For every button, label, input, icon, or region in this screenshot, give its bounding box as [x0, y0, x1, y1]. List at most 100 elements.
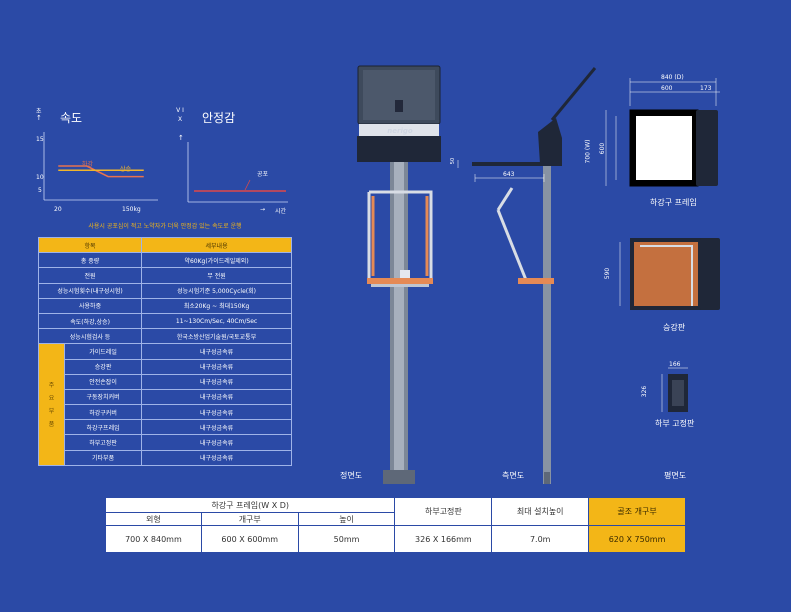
up-arrow-icon: ↑ [178, 134, 184, 142]
plan-plate-drawing [619, 238, 720, 310]
chart-caption: 사용시 공포심이 적고 노약자가 더욱 안정감 있는 속도로 운행 [88, 223, 242, 230]
speed-y-axis-mark: 초 [36, 108, 42, 115]
base-dim-width: 166 [669, 361, 681, 368]
dims-subheader-outer: 외형 [105, 512, 202, 526]
spec-cell: 무 전원 [141, 267, 292, 284]
plan-base-drawing [661, 367, 688, 412]
spec-cell: 최소20Kg ~ 최대150Kg [141, 297, 292, 314]
frame-dim-total-width: 840 (D) [661, 74, 684, 81]
speed-chart-title: 속도 [60, 111, 83, 125]
frame-dim-total-height: 700 (W) [584, 139, 592, 164]
side-view-drawing [457, 67, 597, 484]
spec-cell: 내구성금속류 [141, 343, 292, 360]
dims-value-max-height: 7.0m [491, 525, 590, 553]
spec-cell: 승강판 [63, 358, 143, 375]
speed-tick-y-10: 10 [36, 174, 44, 181]
speed-chart-plot [43, 132, 158, 201]
dims-value-base: 326 X 166mm [394, 525, 493, 553]
spec-cell: 전원 [37, 267, 143, 284]
dims-header-frame: 하강구 프레임(W X D) [104, 497, 396, 513]
dims-subheader-opening: 개구부 [200, 512, 299, 526]
spec-cell: 하부고정판 [63, 434, 143, 451]
speed-legend-down: 하강 [82, 161, 94, 168]
spec-cell: 하강구커버 [63, 404, 143, 421]
base-label: 하부 고정판 [655, 419, 695, 428]
table-row: 700 X 840mm 600 X 600mm 50mm 326 X 166mm… [105, 525, 686, 553]
spec-cell: 11~130Cm/Sec, 40Cm/Sec [141, 312, 292, 330]
table-row: 외형 개구부 높이 [105, 512, 686, 526]
speed-tick-y-15: 15 [36, 136, 44, 143]
dims-header-base: 하부고정판 [394, 497, 493, 526]
group-char: 요 [48, 394, 55, 402]
front-view-drawing [357, 65, 441, 484]
device-brand-logo: nerigo [387, 127, 413, 135]
spec-cell: 사용하중 [37, 297, 143, 314]
spec-group-label: 주 요 부 품 [38, 343, 65, 466]
spec-header-item: 항목 [37, 236, 143, 254]
spec-cell: 내구성금속류 [141, 449, 292, 466]
spec-cell: 기타부품 [63, 449, 143, 466]
dims-subheader-height: 높이 [297, 512, 396, 526]
plate-label: 승강판 [663, 323, 686, 332]
frame-label: 하강구 프레임 [650, 198, 697, 207]
table-row: 하강구 프레임(W X D) 하부고정판 최대 설치높이 골조 개구부 [104, 497, 686, 526]
front-view-label: 정면도 [340, 471, 363, 480]
plan-view-label: 평면도 [664, 471, 687, 480]
dims-header-opening: 골조 개구부 [588, 497, 686, 526]
stability-chart-plot [187, 142, 288, 203]
speed-legend-up: 상승 [120, 166, 132, 173]
spec-cell: 성능시험횟수(내구성시험) [37, 282, 143, 299]
group-char: 부 [48, 407, 55, 415]
spec-cell: 한국소방산업기술원/국토교통부 [141, 328, 292, 345]
plan-frame-drawing [605, 78, 720, 187]
side-dim-50: 50 [450, 157, 457, 165]
speed-series-down [58, 165, 144, 178]
spec-cell: 구동장치커버 [63, 388, 143, 406]
speed-tick-x-20: 20 [54, 206, 62, 213]
speed-tick-y-5: 5 [38, 187, 42, 194]
stability-chart-title: 안정감 [202, 111, 236, 125]
spec-cell: 내구성금속류 [141, 434, 292, 451]
table-row: 성능시험횟수(내구성시험)성능시험기준 5,000Cycle(회) [37, 282, 292, 299]
dims-value-opening: 600 X 600mm [200, 525, 299, 553]
spec-cell: 성능시험검사 등 [37, 328, 143, 345]
group-char: 주 [48, 381, 55, 389]
frame-dim-inner-height: 600 [599, 142, 607, 155]
spec-cell: 속도(하강,상승) [37, 312, 143, 330]
spec-table-header: 항목 세부내용 [37, 236, 292, 254]
frame-dim-side-width: 173 [700, 85, 712, 92]
up-arrow-icon: ↑ [36, 114, 42, 122]
stability-y-axis-mark: V I X [176, 107, 184, 123]
spec-cell: 내구성금속류 [141, 373, 292, 390]
dimensions-table: 하강구 프레임(W X D) 하부고정판 최대 설치높이 골조 개구부 외형 개… [104, 497, 686, 553]
spec-cell: 가이드레일 [63, 343, 143, 360]
speed-tick-x-150: 150kg [122, 206, 141, 213]
spec-cell: 안전손잡이 [63, 373, 143, 390]
group-char: 품 [48, 420, 55, 428]
dims-value-outer: 700 X 840mm [105, 525, 202, 553]
side-dim-643: 643 [503, 171, 515, 178]
spec-cell: 내구성금속류 [141, 404, 292, 421]
spec-cell: 성능시험기준 5,000Cycle(회) [141, 282, 292, 299]
spec-cell: 하강구프레임 [63, 419, 143, 436]
spec-cell: 내구성금속류 [141, 388, 292, 406]
spec-header-detail: 세부내용 [141, 236, 292, 254]
right-arrow-icon: → [260, 206, 266, 213]
side-view-label: 측면도 [502, 471, 525, 480]
spec-cell: 약60Kg(가이드레일제외) [141, 252, 292, 269]
table-row: 속도(하강,상승)11~130Cm/Sec, 40Cm/Sec [37, 312, 292, 330]
spec-cell: 총 중량 [37, 252, 143, 269]
stability-legend-fear: 공포 [257, 171, 269, 178]
